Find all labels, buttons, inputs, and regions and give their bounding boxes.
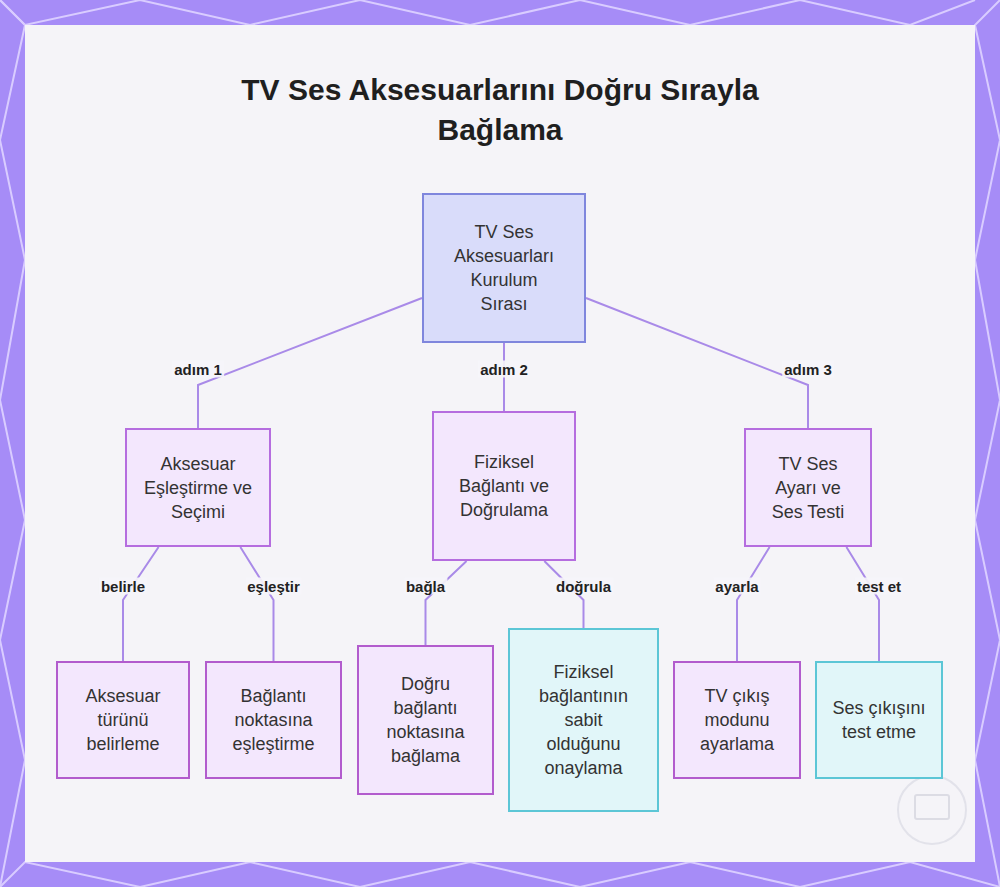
- connector-line: [544, 561, 583, 628]
- connector-line: [846, 547, 879, 661]
- box-text: TV Ses Aksesuarları Kurulum Sırası: [449, 220, 559, 316]
- box-text: TV Ses Ayarı ve Ses Testi: [763, 452, 853, 524]
- edge-label: ayarla: [713, 578, 760, 595]
- diagram-title: TV Ses Aksesuarlarını Doğru Sırayla Bağl…: [200, 70, 800, 150]
- step-box: Fiziksel Bağlantı ve Doğrulama: [432, 411, 576, 561]
- edge-label: doğrula: [554, 578, 613, 595]
- task-box: Aksesuar türünü belirleme: [56, 661, 190, 779]
- task-box: TV çıkış modunu ayarlama: [673, 661, 801, 779]
- edge-label: bağla: [404, 578, 447, 595]
- edge-label: test et: [855, 578, 903, 595]
- box-text: Aksesuar Eşleştirme ve Seçimi: [143, 452, 253, 524]
- step-box: TV Ses Ayarı ve Ses Testi: [744, 428, 872, 547]
- connector-line: [240, 547, 273, 661]
- box-text: Bağlantı noktasına eşleştirme: [216, 684, 331, 756]
- task-box: Doğru bağlantı noktasına bağlama: [357, 645, 494, 795]
- box-text: Ses çıkışını test etme: [829, 696, 929, 744]
- edge-label: belirle: [99, 578, 147, 595]
- step-box: Aksesuar Eşleştirme ve Seçimi: [125, 428, 271, 547]
- box-text: TV çıkış modunu ayarlama: [687, 684, 787, 756]
- connector-line: [737, 547, 770, 661]
- box-text: Fiziksel Bağlantı ve Doğrulama: [454, 450, 554, 522]
- edge-label: adım 1: [172, 361, 224, 378]
- task-box: Ses çıkışını test etme: [815, 661, 943, 779]
- edge-label: eşleştir: [245, 578, 302, 595]
- box-text: Doğru bağlantı noktasına bağlama: [376, 672, 476, 768]
- task-box: Bağlantı noktasına eşleştirme: [205, 661, 342, 779]
- connector-line: [426, 561, 467, 645]
- connector-line: [198, 298, 422, 428]
- connector-line: [123, 547, 159, 661]
- edge-label: adım 3: [782, 361, 834, 378]
- connector-line: [586, 298, 808, 428]
- task-box: Fiziksel bağlantının sabit olduğunu onay…: [508, 628, 659, 812]
- edge-label: adım 2: [478, 361, 530, 378]
- box-text: Aksesuar türünü belirleme: [68, 684, 178, 756]
- box-text: Fiziksel bağlantının sabit olduğunu onay…: [529, 660, 639, 780]
- root-box: TV Ses Aksesuarları Kurulum Sırası: [422, 193, 586, 343]
